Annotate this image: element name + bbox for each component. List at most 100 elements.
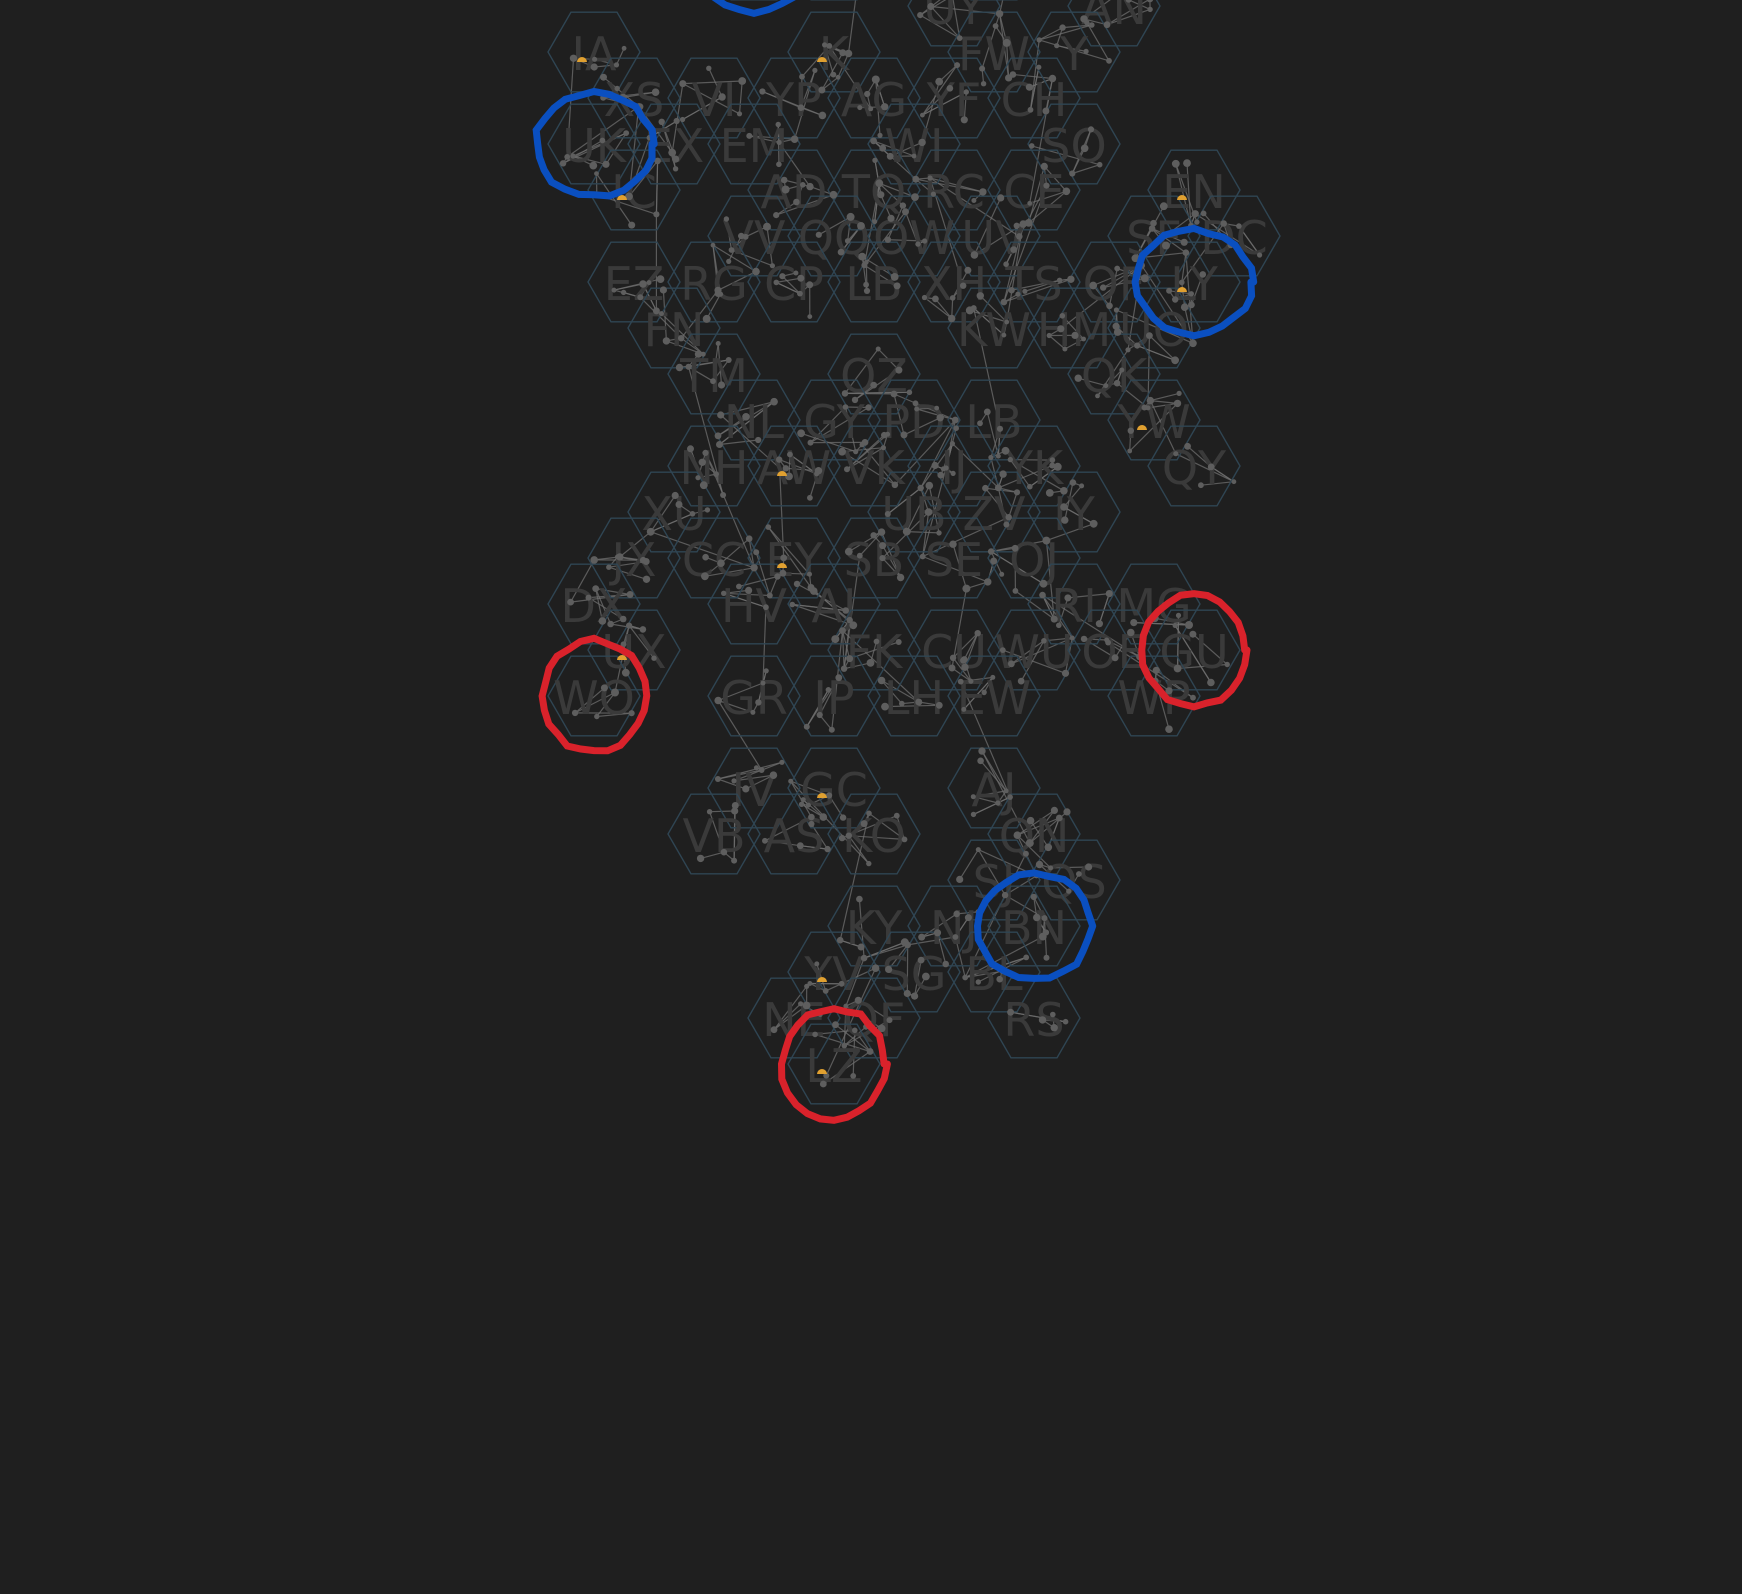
hex-tile-tq[interactable]: TQ [827,149,921,231]
graph-node [1003,788,1009,794]
gold-marker-icon[interactable] [617,195,627,200]
hex-tile-fw[interactable]: FW [947,11,1041,93]
hex-tile-iy[interactable]: IY [1027,471,1121,553]
hex-tile-ch[interactable]: CH [987,57,1081,139]
hex-tile-yv[interactable]: YV [787,931,881,1013]
hex-tile-tm[interactable]: TM [667,333,761,415]
hex-tile-so[interactable]: SO [1027,103,1121,185]
hex-tile-vi[interactable]: VI [667,57,761,139]
hex-tile-lb[interactable]: LB [947,379,1041,461]
hex-tile-wu[interactable]: WU [987,609,1081,691]
connection-line [778,459,817,475]
hex-tile-ky[interactable]: KY [827,885,921,967]
hex-outline [827,517,921,599]
gold-marker-icon[interactable] [817,57,827,62]
connection-line [960,676,993,683]
gold-marker-icon[interactable] [1137,425,1147,430]
hex-tile-qy[interactable]: QY [1147,425,1241,507]
hex-tile-ts[interactable]: TS [987,241,1081,323]
gold-marker-icon[interactable] [1177,195,1187,200]
connection-line [775,201,797,216]
hex-tile-ad[interactable]: AD [747,149,841,231]
hex-tile-zv[interactable]: ZV [947,471,1041,553]
connection-line [881,680,903,704]
hex-tile-mg[interactable]: MG [1107,563,1201,645]
hex-tile-ux[interactable]: UX [587,609,681,691]
graph-node [805,802,811,808]
hex-tile-sb[interactable]: SB [827,517,921,599]
connection-line [881,679,920,703]
hex-tile-ce[interactable]: CE [987,149,1081,231]
gold-marker-icon[interactable] [1177,287,1187,292]
hex-tile-qk[interactable]: QK [1067,333,1161,415]
graph-node [953,425,959,432]
hex-tile-lz[interactable]: LZ [787,1023,881,1105]
hex-tile-ub[interactable]: UB [867,471,961,553]
hex-tile-ne[interactable]: NE [747,977,841,1059]
gold-marker-icon[interactable] [777,563,787,568]
hex-tile-aj[interactable]: AJ [787,563,881,645]
graph-node [1127,448,1133,454]
graph-node [1030,893,1038,901]
hex-tile-wo[interactable]: WO [547,655,641,737]
bridge-line [990,540,1047,553]
hex-tile-qs[interactable]: QS [1027,839,1121,921]
hex-tile-yf[interactable]: YF [907,57,1001,139]
hex-tile-qf[interactable]: QF [827,977,921,1059]
hex-tile-gy[interactable]: GY [787,379,881,461]
hex-tile-rg[interactable]: RG [667,241,761,323]
hex-tile-yp[interactable]: YP [747,57,841,139]
hex-tile-rs[interactable]: RS [987,977,1081,1059]
connection-line [906,485,930,532]
gold-marker-icon[interactable] [577,57,587,62]
hex-tile-gc[interactable]: GC [787,747,881,829]
hex-label: QF [843,993,906,1047]
hex-tile-lb[interactable]: LB [827,241,921,323]
hex-tile-nj[interactable]: NJ [907,885,1001,967]
graph-node [766,592,773,599]
connection-line [773,1005,807,1031]
hex-tile-iv[interactable]: IV [707,747,801,829]
hex-tile-hm[interactable]: HM [1027,287,1121,369]
hex-tile-an[interactable]: AN [1067,0,1161,47]
gold-marker-icon[interactable] [817,977,827,982]
bridge-line [1042,594,1073,639]
gold-marker-icon[interactable] [817,1069,827,1074]
hex-tile-gr[interactable]: GR [707,655,801,737]
gold-marker-icon[interactable] [817,793,827,798]
hex-tile-ez[interactable]: EZ [587,241,681,323]
hex-tile-dc[interactable]: DC [1187,195,1281,277]
gold-marker-icon[interactable] [617,655,627,660]
graph-node [620,289,627,296]
connection-line [1150,400,1178,404]
hex-tile-fk[interactable]: FK [827,609,921,691]
hex-tile-cc[interactable]: CC [667,517,761,599]
graph-node [914,406,920,412]
hex-tile-ia[interactable]: IA [547,11,641,93]
hex-outline [787,11,881,93]
hex-tile-xh[interactable]: XH [907,241,1001,323]
hex-tile-oj[interactable]: OJ [987,517,1081,599]
hex-tile-en[interactable]: EN [1147,149,1241,231]
hex-tile-qq[interactable]: QQ [787,195,881,277]
graph-node [1236,223,1242,229]
hex-tile-lh[interactable]: LH [867,655,961,737]
connection-line [723,589,749,594]
bridge-line [951,443,999,489]
hex-tile-aj[interactable]: AJ [947,747,1041,829]
hex-outline [587,241,681,323]
connection-line [717,271,757,291]
hex-label: VB [682,809,745,863]
hex-tile-y[interactable]: Y [1027,11,1121,93]
hex-label: AJ [811,579,856,633]
hex-outline [907,0,1001,47]
hex-tile-bn[interactable]: BN [987,885,1081,967]
hex-tile-hv[interactable]: HV [707,563,801,645]
hex-tile-vb[interactable]: VB [667,793,761,875]
hex-tile-oe[interactable]: OE [1067,609,1161,691]
gold-marker-icon[interactable] [777,471,787,476]
hex-tile-ly[interactable]: LY [1147,241,1241,323]
hex-tile-vv[interactable]: VV [707,195,801,277]
hex-tile-wi[interactable]: WI [867,103,961,185]
